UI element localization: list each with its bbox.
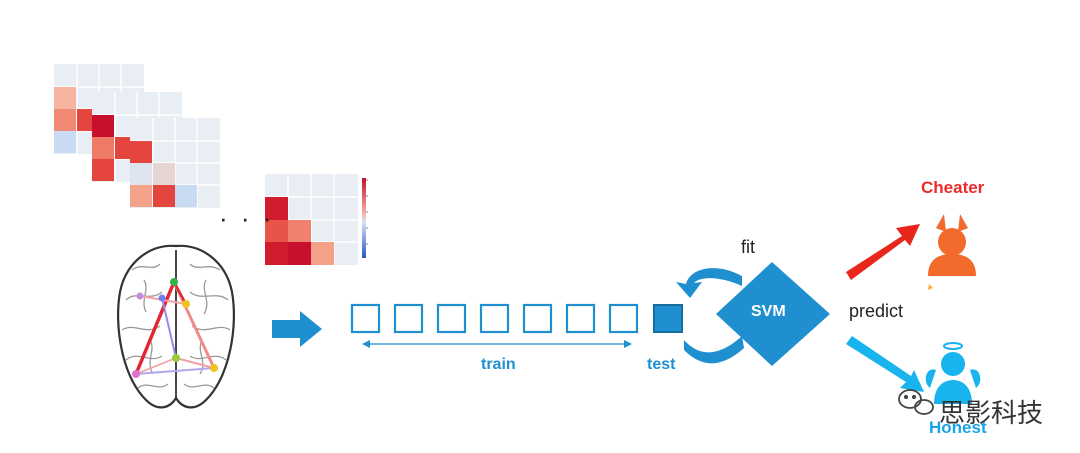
train-span-arrow bbox=[362, 340, 632, 348]
train-label: train bbox=[481, 356, 516, 373]
angel-icon bbox=[925, 342, 981, 404]
test-label: test bbox=[647, 356, 676, 373]
cheater-arrow bbox=[846, 224, 920, 280]
devil-icon bbox=[928, 214, 976, 290]
watermark-text: 思影科技 bbox=[939, 399, 1044, 429]
correlation-matrix-3 bbox=[130, 118, 220, 208]
svm-diamond bbox=[716, 262, 830, 366]
test-sample bbox=[653, 304, 683, 333]
more-matrices-ellipsis: · · · bbox=[219, 203, 275, 233]
correlation-matrix-4 bbox=[265, 174, 368, 265]
fit-curved-arrow bbox=[676, 268, 744, 364]
svm-label: SVM bbox=[751, 303, 786, 320]
colorbar bbox=[362, 178, 366, 258]
honest-label: Honest bbox=[929, 418, 987, 437]
brain-connectivity-illustration bbox=[117, 244, 235, 409]
flow-arrow bbox=[272, 311, 322, 347]
wechat-icon bbox=[898, 389, 934, 415]
train-samples bbox=[350, 303, 639, 334]
fit-label: fit bbox=[741, 237, 756, 257]
cheater-label: Cheater bbox=[921, 178, 985, 197]
honest-arrow bbox=[846, 336, 924, 392]
predict-label: predict bbox=[849, 301, 904, 321]
